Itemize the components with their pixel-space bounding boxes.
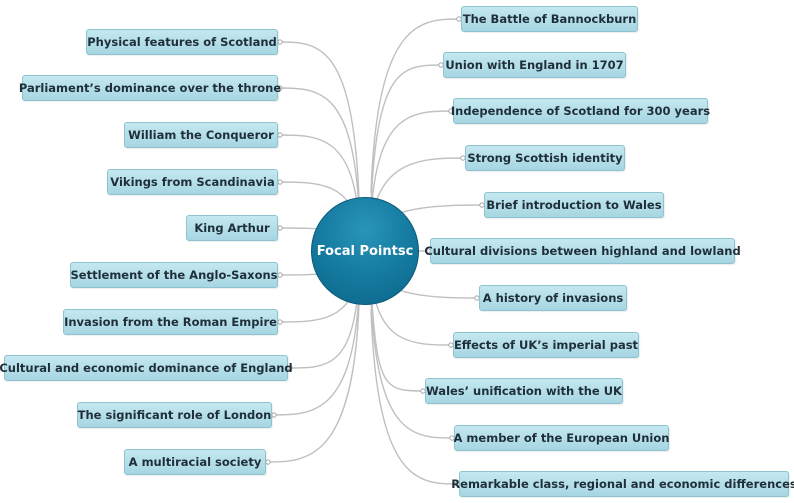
- connector-anchor: [271, 412, 277, 418]
- topic-brief-introduction-to-wales[interactable]: Brief introduction to Wales: [484, 192, 664, 218]
- topic-strong-scottish-identity[interactable]: Strong Scottish identity: [465, 145, 625, 171]
- topic-label: Wales’ unification with the UK: [426, 384, 622, 398]
- connector-line: [277, 41, 360, 199]
- connector-anchor: [277, 39, 283, 45]
- connector-line: [370, 309, 460, 485]
- topic-label: Settlement of the Anglo-Saxons: [70, 268, 278, 282]
- connector-anchor: [265, 459, 271, 465]
- topic-label: Parliament’s dominance over the throne: [18, 81, 282, 95]
- connector-line: [370, 297, 455, 439]
- connector-line: [271, 291, 360, 416]
- topic-label: Brief introduction to Wales: [486, 198, 662, 212]
- topic-label: King Arthur: [194, 221, 270, 235]
- topic-multiracial-society[interactable]: A multiracial society: [124, 449, 266, 475]
- topic-cultural-economic-dominance-england[interactable]: Cultural and economic dominance of Engla…: [0, 355, 293, 381]
- topic-label: Remarkable class, regional and economic …: [451, 477, 794, 491]
- topic-label: A member of the European Union: [453, 431, 670, 445]
- topic-vikings-from-scandinavia[interactable]: Vikings from Scandinavia: [107, 169, 278, 195]
- topic-effects-of-imperial-past[interactable]: Effects of UK’s imperial past: [453, 332, 639, 358]
- topic-class-regional-economic-differences[interactable]: Remarkable class, regional and economic …: [451, 471, 794, 497]
- topic-label: Union with England in 1707: [445, 58, 624, 72]
- topic-label: Effects of UK’s imperial past: [453, 338, 639, 352]
- topic-label: William the Conqueror: [128, 128, 274, 142]
- topic-label: Independence of Scotland for 300 years: [450, 104, 711, 118]
- topic-label: Vikings from Scandinavia: [110, 175, 275, 189]
- connector-line: [370, 110, 454, 217]
- topic-parliament-dominance[interactable]: Parliament’s dominance over the throne: [18, 75, 282, 101]
- topic-label: A history of invasions: [482, 291, 624, 305]
- topic-label: The Battle of Bannockburn: [462, 12, 637, 26]
- connector-line: [277, 134, 360, 223]
- topic-settlement-of-anglo-saxons[interactable]: Settlement of the Anglo-Saxons: [70, 262, 278, 288]
- topic-william-the-conqueror[interactable]: William the Conqueror: [124, 122, 278, 148]
- topic-king-arthur[interactable]: King Arthur: [186, 215, 278, 241]
- topic-member-of-european-union[interactable]: A member of the European Union: [454, 425, 669, 451]
- connector-line: [277, 87, 360, 211]
- topic-label: Cultural divisions between highland and …: [424, 244, 741, 258]
- topic-label: Cultural and economic dominance of Engla…: [0, 361, 293, 375]
- connector-line: [370, 18, 462, 194]
- connector-line: [370, 64, 444, 205]
- topic-label: Invasion from the Roman Empire: [64, 315, 277, 329]
- topic-label: The significant role of London: [77, 408, 272, 422]
- topic-wales-unification-with-uk[interactable]: Wales’ unification with the UK: [425, 378, 623, 404]
- topic-union-with-england-1707[interactable]: Union with England in 1707: [443, 52, 626, 78]
- connector-anchor: [277, 132, 283, 138]
- connector-anchor: [277, 319, 283, 325]
- connector-line: [287, 280, 360, 369]
- topic-history-of-invasions[interactable]: A history of invasions: [479, 285, 627, 311]
- topic-label: Strong Scottish identity: [467, 151, 623, 165]
- topic-independence-of-scotland[interactable]: Independence of Scotland for 300 years: [450, 98, 711, 124]
- topic-highland-lowland-divisions[interactable]: Cultural divisions between highland and …: [424, 238, 741, 264]
- topic-significant-role-of-london[interactable]: The significant role of London: [77, 402, 272, 428]
- topic-physical-features-of-scotland[interactable]: Physical features of Scotland: [86, 29, 278, 55]
- central-topic[interactable]: Focal Pointsc: [311, 197, 419, 305]
- central-topic-label: Focal Pointsc: [316, 243, 414, 259]
- connector-anchor: [277, 272, 283, 278]
- connector-line: [265, 303, 360, 463]
- topic-label: Physical features of Scotland: [87, 35, 277, 49]
- connector-line: [370, 285, 426, 392]
- connector-anchor: [277, 179, 283, 185]
- connector-anchor: [277, 225, 283, 231]
- topic-battle-of-bannockburn[interactable]: The Battle of Bannockburn: [461, 6, 638, 32]
- topic-invasion-from-roman-empire[interactable]: Invasion from the Roman Empire: [63, 309, 278, 335]
- topic-label: A multiracial society: [128, 455, 262, 469]
